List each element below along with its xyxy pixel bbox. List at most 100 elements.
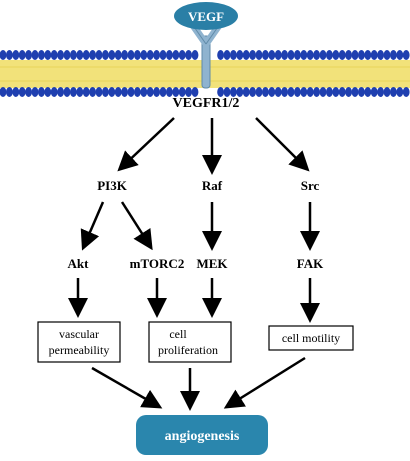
lipid-head: [377, 50, 384, 60]
lipid-head: [121, 50, 128, 60]
lipid-head: [127, 50, 135, 60]
lipid-head: [114, 87, 122, 97]
lipid-head: [287, 87, 295, 97]
lipid-head: [402, 87, 410, 97]
lipid-head: [95, 87, 103, 97]
lipid-head: [44, 50, 52, 60]
lipid-head: [326, 50, 333, 60]
lipid-head: [166, 87, 173, 97]
lipid-head: [242, 50, 250, 60]
lipid-head: [70, 87, 77, 97]
lipid-head: [294, 50, 301, 60]
lipid-head: [287, 50, 295, 60]
membrane-heads-inner: [0, 87, 410, 97]
lipid-head: [390, 50, 397, 60]
vascular-line2: permeability: [49, 343, 110, 357]
arrow-pi3k-to-mtorc2: [120, 201, 153, 251]
lipid-head: [102, 87, 109, 97]
membrane-heads-outer: [0, 50, 410, 60]
cell-prolif-line1: cell: [169, 327, 187, 341]
vascular-permeability-box: vascular permeability: [37, 321, 121, 363]
lipid-head: [249, 87, 256, 97]
lipid-head: [153, 87, 161, 97]
lipid-head: [5, 87, 13, 97]
lipid-head: [383, 50, 391, 60]
lipid-head: [358, 87, 365, 97]
akt-label: Akt: [68, 256, 90, 271]
arrow-receptor-to-src: [255, 117, 310, 172]
lipid-head: [236, 87, 244, 97]
lipid-head: [140, 87, 148, 97]
lipid-head: [351, 50, 359, 60]
lipid-head: [121, 87, 128, 97]
lipid-head: [268, 87, 276, 97]
lipid-head: [134, 87, 141, 97]
lipid-head: [76, 50, 84, 60]
lipid-head: [217, 87, 225, 97]
vascular-line1: vascular: [59, 327, 99, 341]
mek-label: MEK: [196, 256, 228, 271]
lipid-head: [236, 50, 244, 60]
lipid-head: [12, 50, 20, 60]
lipid-head: [153, 50, 161, 60]
lipid-head: [313, 50, 320, 60]
lipid-head: [31, 87, 39, 97]
arrow-pi3k-to-akt: [80, 201, 105, 251]
lipid-head: [5, 50, 13, 60]
lipid-head: [172, 87, 180, 97]
lipid-head: [223, 87, 231, 97]
lipid-head: [89, 87, 96, 97]
lipid-head: [364, 50, 372, 60]
lipid-head: [127, 87, 135, 97]
lipid-head: [300, 87, 308, 97]
lipid-head: [294, 87, 301, 97]
lipid-head: [159, 50, 167, 60]
lipid-head: [332, 87, 340, 97]
lipid-head: [345, 87, 352, 97]
lipid-head: [230, 87, 237, 97]
arrow-vascular-to-angiogenesis: [91, 366, 163, 409]
raf-label: Raf: [202, 178, 223, 193]
lipid-head: [274, 50, 282, 60]
lipid-head: [134, 50, 141, 60]
lipid-head: [255, 87, 263, 97]
lipid-head: [50, 50, 58, 60]
lipid-head: [82, 87, 90, 97]
lipid-head: [76, 87, 84, 97]
lipid-head: [191, 50, 199, 60]
lipid-head: [146, 87, 154, 97]
cell-proliferation-box: cell proliferation: [148, 321, 232, 363]
lipid-head: [332, 50, 340, 60]
lipid-head: [166, 50, 173, 60]
lipid-head: [185, 50, 193, 60]
lipid-head: [191, 87, 199, 97]
cell-motility-label: cell motility: [282, 331, 340, 345]
lipid-head: [262, 50, 269, 60]
lipid-head: [57, 87, 64, 97]
lipid-head: [63, 50, 71, 60]
lipid-head: [12, 87, 20, 97]
lipid-head: [25, 50, 32, 60]
lipid-head: [223, 50, 231, 60]
lipid-head: [255, 50, 263, 60]
lipid-head: [230, 50, 237, 60]
lipid-head: [95, 50, 103, 60]
vegf-ellipse-icon: [174, 2, 238, 30]
lipid-head: [63, 87, 71, 97]
lipid-head: [249, 50, 256, 60]
lipid-head: [217, 50, 225, 60]
lipid-head: [178, 50, 186, 60]
lipid-head: [140, 50, 148, 60]
lipid-head: [268, 50, 276, 60]
lipid-head: [396, 50, 404, 60]
lipid-head: [326, 87, 333, 97]
lipid-head: [57, 50, 64, 60]
lipid-head: [300, 50, 308, 60]
lipid-head: [390, 87, 397, 97]
angiogenesis-label: angiogenesis: [165, 429, 240, 444]
lipid-head: [274, 87, 282, 97]
lipid-head: [18, 50, 26, 60]
receptor-label: VEGFR1/2: [173, 96, 240, 111]
cell-prolif-line2: proliferation: [158, 343, 218, 357]
